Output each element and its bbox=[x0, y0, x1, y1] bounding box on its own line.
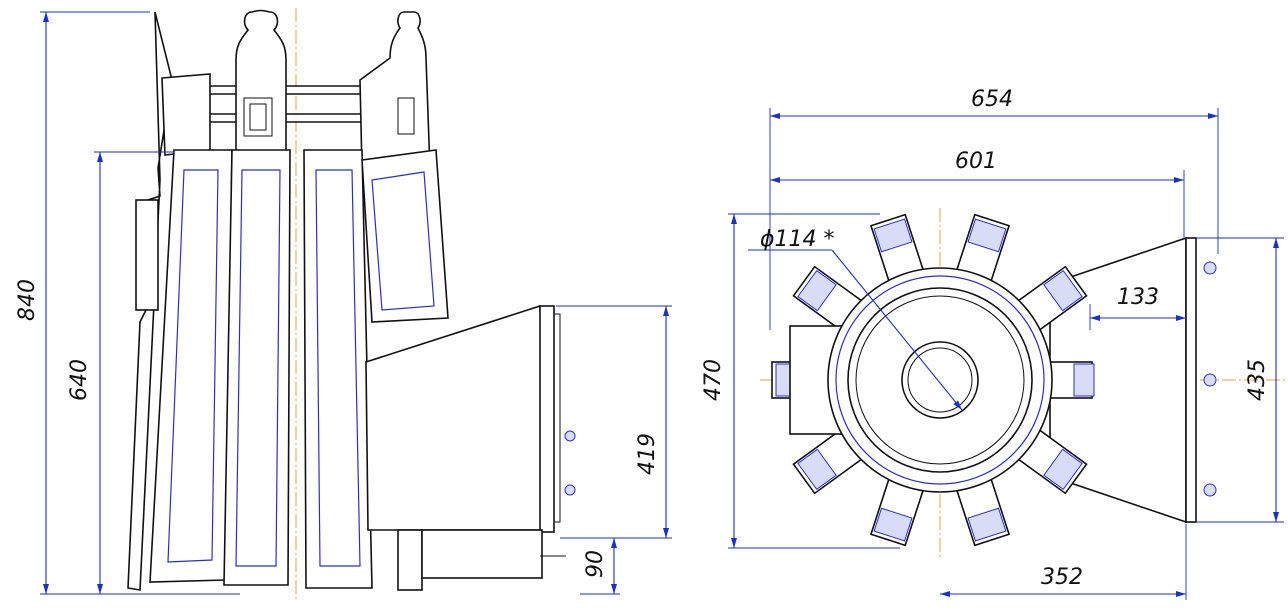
dimension-133-label: 133 bbox=[1117, 285, 1159, 310]
bolt-upper bbox=[564, 430, 576, 442]
finial-left-window-inner bbox=[249, 103, 267, 131]
plan-tunnel-flange bbox=[1185, 237, 1197, 523]
fin-1-detail bbox=[167, 169, 219, 563]
dimension-419-label: 419 bbox=[635, 433, 660, 475]
fin-3-detail bbox=[315, 169, 361, 567]
side-view bbox=[127, 8, 576, 600]
dimension-640-label: 640 bbox=[67, 359, 92, 401]
dimension-840-label: 840 bbox=[15, 279, 40, 321]
fin-1 bbox=[149, 149, 233, 583]
chimney-hole bbox=[901, 341, 979, 419]
fin-2-detail bbox=[235, 169, 281, 567]
fin-3 bbox=[303, 149, 373, 589]
outer-ring-detail bbox=[835, 275, 1045, 485]
dimension-470-label: 470 bbox=[701, 359, 726, 401]
chimney-hole-inner bbox=[907, 347, 973, 413]
plan-view bbox=[760, 208, 1286, 560]
dimension-114-label: ϕ114 * bbox=[760, 227, 835, 252]
tunnel-flange bbox=[539, 305, 555, 533]
finial-right-window bbox=[397, 97, 415, 135]
side-box bbox=[135, 199, 159, 311]
dimension-435-label: 435 bbox=[1245, 359, 1270, 401]
finial-left bbox=[235, 9, 287, 161]
base-leg-1 bbox=[397, 529, 423, 591]
dimension-114-line bbox=[831, 249, 963, 411]
dimension-654-label: 654 bbox=[971, 87, 1013, 112]
plan-view-dimensions: 654 601 ϕ114 * 133 470 435 352 bbox=[701, 87, 1284, 600]
side-view-dimensions: 840 640 419 90 bbox=[15, 11, 672, 595]
dimension-90-label: 90 bbox=[583, 550, 608, 578]
plan-bolt-bottom bbox=[1203, 483, 1217, 497]
plan-bolt-top bbox=[1203, 261, 1217, 275]
dimension-601-label: 601 bbox=[955, 149, 997, 174]
dimension-352-label: 352 bbox=[1041, 565, 1083, 590]
firebox-tunnel bbox=[365, 304, 549, 531]
fin-4 bbox=[361, 149, 449, 323]
plan-bolt-middle bbox=[1203, 373, 1217, 387]
body-ring-inner bbox=[855, 295, 1025, 465]
base-block bbox=[421, 529, 543, 579]
tunnel-flange-edge bbox=[553, 313, 561, 523]
finial-right bbox=[359, 11, 431, 171]
fin-4-detail bbox=[371, 171, 435, 311]
bolt-lower bbox=[564, 484, 576, 496]
finial-left-window bbox=[243, 97, 273, 137]
left-upper-tab bbox=[161, 73, 211, 156]
